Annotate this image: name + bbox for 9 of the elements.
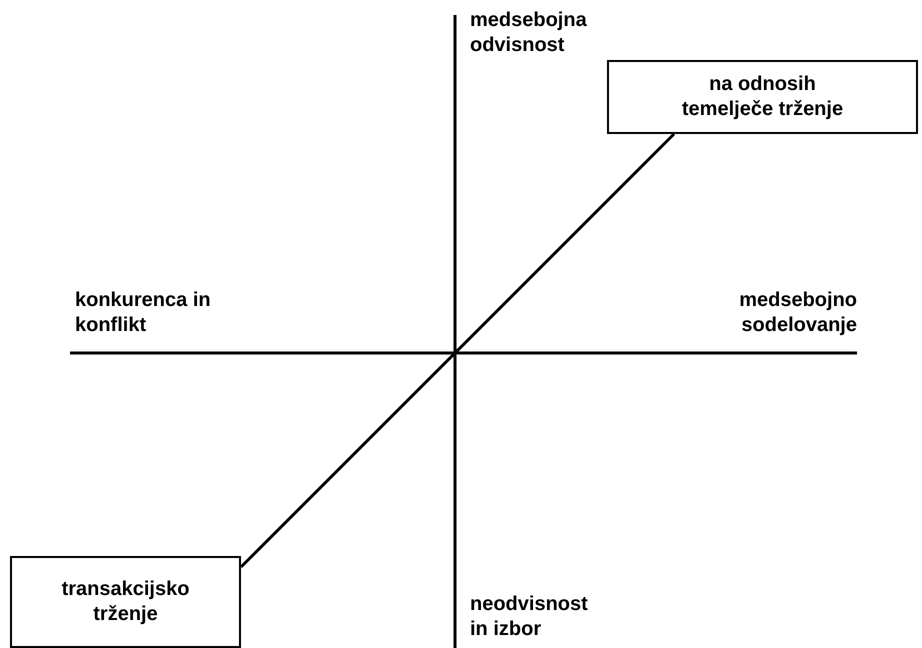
axis-label: konkurenca in konflikt <box>75 288 212 338</box>
axis-label: medsebojno sodelovanje <box>738 288 857 338</box>
text-box <box>607 60 918 134</box>
text-box <box>10 556 241 648</box>
box-label: transakcijsko trženje <box>60 577 190 627</box>
axis-label: medsebojna odvisnost <box>470 8 588 58</box>
diagonal-line <box>240 132 676 568</box>
box-label: na odnosih temelječe trženje <box>680 72 844 122</box>
axis-label: neodvisnost in izbor <box>470 592 589 642</box>
